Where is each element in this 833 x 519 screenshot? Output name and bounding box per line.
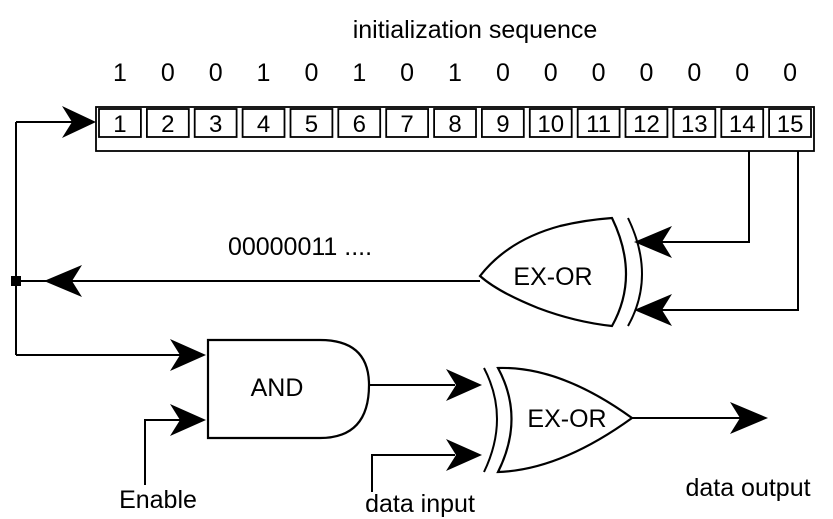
init-bit: 0	[209, 59, 223, 87]
init-bit: 0	[687, 59, 701, 87]
init-bit: 0	[400, 59, 414, 87]
register-cell	[385, 108, 430, 138]
register-cell	[241, 108, 286, 138]
register-cell-number: 11	[586, 111, 611, 138]
register-cell-number: 10	[537, 111, 564, 138]
init-bit: 0	[496, 59, 510, 87]
init-bit: 0	[640, 59, 654, 87]
output-xor-back-curve	[483, 367, 498, 473]
bus-junction-dot	[11, 276, 21, 286]
data-input-wire	[371, 454, 455, 492]
register-cell-number: 4	[257, 111, 270, 138]
register-cell-number: 2	[161, 111, 174, 138]
register-cell-number: 12	[633, 111, 660, 138]
register-cell	[98, 108, 142, 138]
register-input-arrow	[62, 106, 96, 138]
register-cell	[289, 108, 334, 138]
register-cell	[480, 108, 525, 138]
register-cell	[624, 108, 669, 138]
enable-wire	[144, 419, 180, 485]
data-output-label: data output	[685, 474, 810, 502]
data-input-label: data input	[365, 490, 475, 518]
register-cell-number: 1	[113, 111, 126, 138]
diagram-title: initialization sequence	[353, 16, 598, 44]
tap-14-arrow	[634, 226, 672, 258]
init-bit: 0	[304, 59, 318, 87]
tap-15-wire	[650, 151, 799, 311]
init-bit: 1	[113, 59, 127, 87]
init-bits-row: 1 0 0 1 0 1 0 1 0 0 0 0 0 0 0	[113, 59, 797, 87]
output-xor-label: EX-OR	[527, 405, 606, 433]
and-lower-input-arrow	[170, 404, 206, 436]
and-gate-label: AND	[251, 374, 304, 402]
and-gate: AND	[206, 338, 371, 440]
register-cell-number: 8	[448, 111, 461, 138]
register-cell	[672, 108, 717, 138]
register-cell	[768, 108, 812, 138]
tap-14-wire	[650, 151, 750, 243]
init-bit: 0	[161, 59, 175, 87]
init-bit: 0	[735, 59, 749, 87]
register-cell-number: 14	[729, 111, 756, 138]
output-xor-body	[496, 366, 634, 474]
register-cell	[433, 108, 477, 138]
register-cell	[145, 108, 190, 138]
init-bit: 0	[544, 59, 558, 87]
xor-upper-input-arrow	[446, 369, 482, 401]
register-cell-number: 5	[305, 111, 318, 138]
enable-label: Enable	[119, 486, 197, 514]
xor-lower-input-arrow	[446, 439, 482, 471]
feedback-xor-label: EX-OR	[513, 263, 592, 291]
register-cell	[528, 108, 573, 138]
register-cell-number: 9	[496, 111, 509, 138]
register-cell	[720, 108, 765, 138]
arrowheads	[44, 106, 768, 471]
feedback-arrow	[44, 265, 82, 297]
init-bit: 0	[783, 59, 797, 87]
init-bit: 0	[592, 59, 606, 87]
register-cell	[576, 108, 621, 138]
register-cell-number: 15	[777, 111, 804, 138]
feedback-xor-gate: EX-OR	[478, 216, 643, 328]
feedback-xor-back-curve	[627, 217, 643, 327]
register-cell-number: 7	[400, 111, 413, 138]
tap-15-arrow	[634, 294, 672, 326]
init-bit: 1	[448, 59, 462, 87]
feedback-sequence-label: 00000011 ....	[228, 233, 372, 261]
and-gate-body	[206, 338, 371, 440]
wires	[15, 121, 799, 492]
init-bit: 1	[352, 59, 366, 87]
register-cell	[337, 108, 382, 138]
register-cell	[193, 108, 238, 138]
register-cell-number: 13	[681, 111, 708, 138]
init-bit: 1	[257, 59, 271, 87]
output-xor-gate: EX-OR	[483, 366, 634, 474]
and-upper-input-arrow	[170, 339, 206, 371]
data-output-arrow	[730, 402, 768, 434]
register-cell-number: 6	[353, 111, 366, 138]
register-cell-number: 3	[209, 111, 222, 138]
feedback-xor-body	[478, 216, 627, 328]
